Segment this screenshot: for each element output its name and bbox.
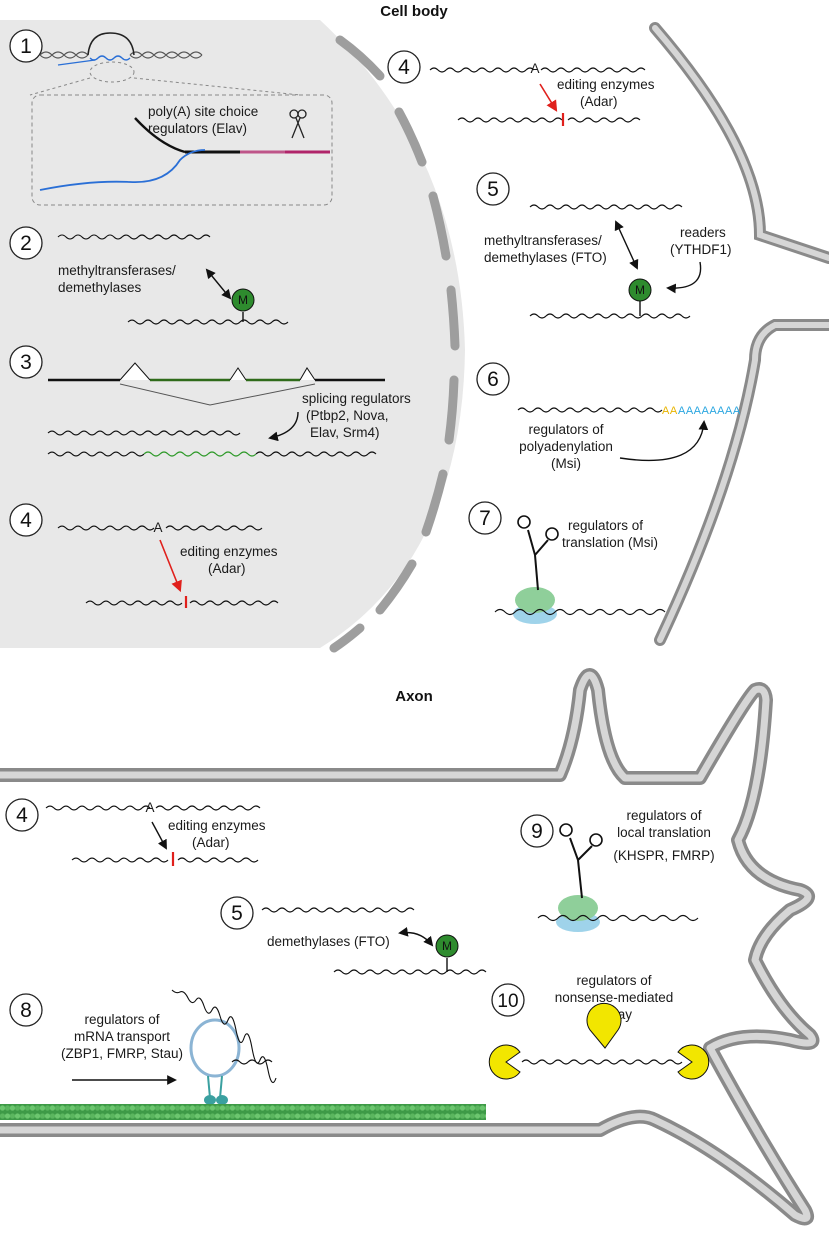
- nmd-pacman-icon: [488, 1002, 710, 1080]
- axon-step-9-label-3: (KHSPR, FMRP): [613, 848, 714, 863]
- polyA-blue: AAAAAAAA: [678, 405, 741, 417]
- axon-step-8-label-1: regulators of: [84, 1012, 159, 1027]
- step-1-label-2: regulators (Elav): [148, 121, 247, 136]
- step-6-label-1: regulators of: [528, 422, 603, 437]
- header-cell-body: Cell body: [380, 3, 448, 20]
- step-1: 1 poly(A) site choice regulators (Elav): [9, 29, 333, 206]
- step-5-readers-1: readers: [680, 225, 726, 240]
- step-2-label-1: methyltransferases/: [58, 263, 176, 278]
- axon-step-10-label-2: nonsense-mediated: [555, 990, 674, 1005]
- step-7-number: 7: [479, 507, 491, 530]
- axon-membrane: [0, 668, 820, 1226]
- axon-step-9-label-1: regulators of: [626, 808, 701, 823]
- step-2: 2 methyltransferases/ demethylases M: [9, 226, 289, 325]
- axon-step-8-label-3: (ZBP1, FMRP, Stau): [61, 1046, 183, 1061]
- step-6: 6 AA AAAAAAAA regulators of polyadenylat…: [476, 362, 741, 471]
- step-4-nucleus: 4 A editing enzymes (Adar): [9, 503, 279, 608]
- adenosine-label: A: [153, 520, 162, 535]
- step-3-label-2: (Ptbp2, Nova,: [306, 408, 389, 423]
- m6a-mark-icon: M: [435, 934, 459, 972]
- step-3-number: 3: [20, 351, 32, 374]
- axon-step-8-number: 8: [20, 999, 32, 1022]
- step-5-number: 5: [487, 178, 499, 201]
- ribosome-icon: [513, 587, 557, 624]
- axon-step-8-label-2: mRNA transport: [74, 1029, 170, 1044]
- axon-step-4-number: 4: [16, 804, 28, 827]
- step-5-label-2: demethylases (FTO): [484, 250, 607, 265]
- step-1-label-1: poly(A) site choice: [148, 104, 258, 119]
- axon-step-4-label-2: (Adar): [192, 835, 230, 850]
- axon-step-5: 5 demethylases (FTO) M: [220, 896, 487, 975]
- step-1-number: 1: [20, 35, 32, 58]
- axon-step-4-label-1: editing enzymes: [168, 818, 266, 833]
- axon-step-4: 4 A editing enzymes (Adar): [5, 798, 266, 866]
- step-4b-label-2: (Adar): [580, 94, 618, 109]
- m6a-mark-icon: M: [231, 288, 255, 322]
- adenosine-label-3: A: [145, 800, 154, 815]
- nucleus: [0, 20, 465, 648]
- step-4-number: 4: [20, 509, 32, 532]
- scissors-icon: [289, 109, 307, 139]
- svg-text:M: M: [238, 293, 248, 307]
- m6a-mark-icon: M: [628, 278, 652, 316]
- axon-step-9-number: 9: [531, 820, 543, 843]
- step-4-label-2: (Adar): [208, 561, 246, 576]
- header-axon: Axon: [395, 688, 433, 705]
- step-7-label-2: translation (Msi): [562, 535, 658, 550]
- step-3: 3 splicing regulators (Ptbp2, Nova, Elav…: [9, 345, 411, 457]
- axon-step-8: 8 regulators of mRNA transport (ZBP1, FM…: [0, 989, 486, 1120]
- svg-text:M: M: [442, 939, 452, 953]
- axon-step-9-label-2: local translation: [617, 825, 711, 840]
- vesicle-icon: [189, 1018, 241, 1105]
- svg-text:M: M: [635, 283, 645, 297]
- axon-step-10: 10 regulators of nonsense-mediated decay: [488, 973, 710, 1080]
- step-2-number: 2: [20, 232, 32, 255]
- step-5-readers-2: (YTHDF1): [670, 242, 732, 257]
- step-4b-label-1: editing enzymes: [557, 77, 655, 92]
- step-6-label-2: polyadenylation: [519, 439, 613, 454]
- step-7-label-1: regulators of: [568, 518, 643, 533]
- axon-step-5-label-1: demethylases (FTO): [267, 934, 390, 949]
- step-6-label-3: (Msi): [551, 456, 581, 471]
- polyA-yellow: AA: [662, 405, 678, 417]
- axon-step-10-number: 10: [497, 991, 518, 1012]
- step-5-label-1: methyltransferases/: [484, 233, 602, 248]
- axon-step-5-number: 5: [231, 902, 243, 925]
- step-3-label-1: splicing regulators: [302, 391, 411, 406]
- axon-step-9: 9 regulators of local translation (KHSPR…: [520, 808, 715, 932]
- step-3-label-3: Elav, Srm4): [310, 425, 380, 440]
- axon-step-10-label-1: regulators of: [576, 973, 651, 988]
- step-6-number: 6: [487, 368, 499, 391]
- step-4b-number: 4: [398, 56, 410, 79]
- step-5-cytoplasm: 5 methyltransferases/ demethylases (FTO)…: [476, 172, 732, 319]
- step-4-label-1: editing enzymes: [180, 544, 278, 559]
- ribosome-icon: [556, 895, 600, 932]
- step-7: 7 regulators of translation (Msi): [468, 501, 666, 624]
- cell-membrane: [649, 22, 829, 646]
- nuclear-envelope: [329, 35, 460, 653]
- adenosine-label-2: A: [530, 61, 539, 76]
- step-2-label-2: demethylases: [58, 280, 142, 295]
- microtubule-icon: [0, 1104, 486, 1120]
- step-4-cytoplasm: 4 A editing enzymes (Adar): [387, 50, 655, 126]
